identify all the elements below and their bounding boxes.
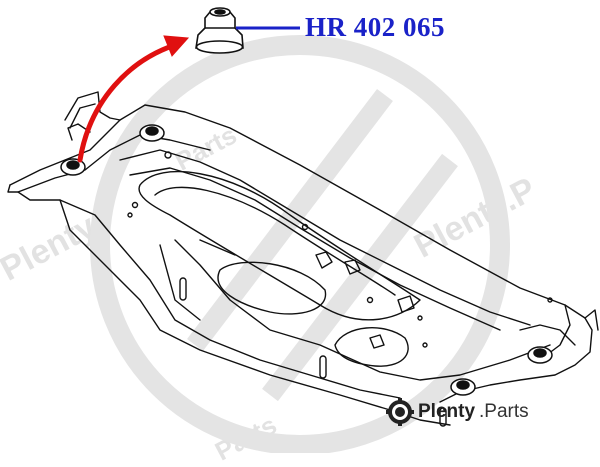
brand-logo: Plenty.Parts <box>386 398 529 426</box>
part-number-label: HR 402 065 <box>305 12 445 42</box>
bushing-part-detail <box>195 7 244 54</box>
brand-suffix: .Parts <box>479 401 529 422</box>
bushing-rear-left <box>139 124 165 142</box>
brand-name: Plenty <box>418 401 476 422</box>
bushing-front-right <box>450 378 476 396</box>
brand-gear-icon <box>386 398 414 426</box>
frame-bushings <box>60 124 553 396</box>
subframe-diagram <box>7 7 599 453</box>
watermark-logo <box>90 35 510 453</box>
highlight-arrow <box>77 35 190 163</box>
bushing-front-left <box>60 158 86 176</box>
bushing-rear-right <box>527 346 553 364</box>
subframe-drawing <box>7 91 599 427</box>
